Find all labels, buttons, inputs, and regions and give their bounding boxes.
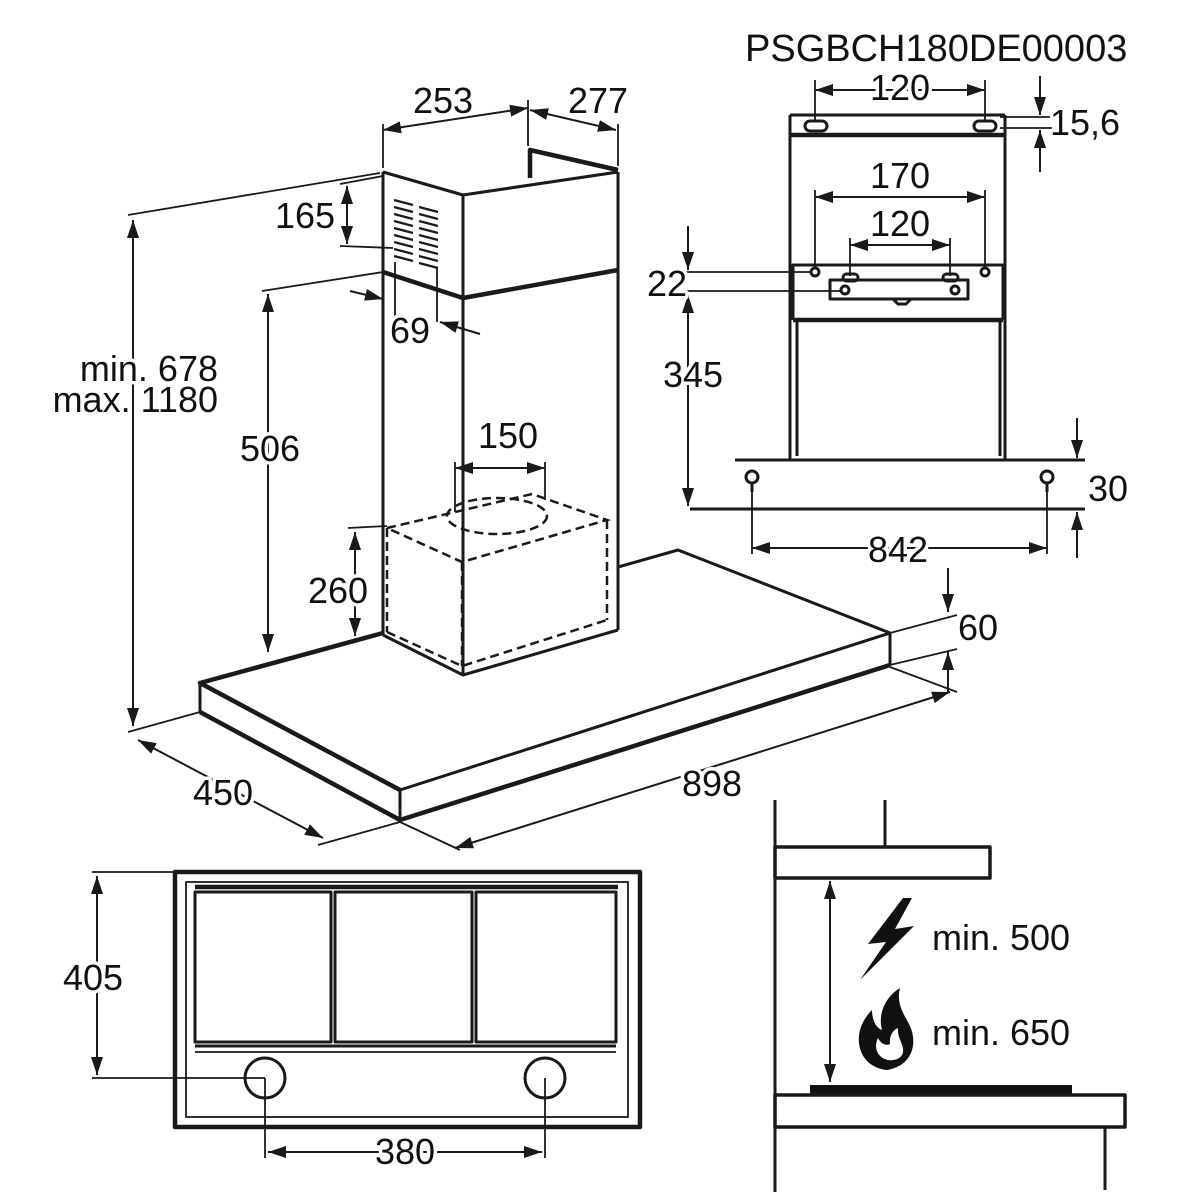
bottom-outer-frame (172, 869, 643, 1130)
extension-lines-69 (394, 262, 438, 330)
dimension-line-277 (529, 108, 617, 132)
label-canopy-offset: 30 (1088, 468, 1128, 509)
extension-lines-165 (339, 175, 394, 249)
hob-surface (810, 1085, 1072, 1094)
label-canopy-width: 898 (682, 763, 742, 804)
chimney-outer-sides (788, 115, 1007, 460)
grease-filter-right (474, 890, 618, 1044)
label-canopy-hole-spacing: 842 (868, 529, 928, 570)
label-top-offset: 15,6 (1050, 102, 1120, 143)
label-bottom-depth: 405 (63, 957, 123, 998)
extension-line-506 (261, 271, 384, 292)
motor-unit-hidden (383, 492, 612, 668)
extension-lines-22 (683, 271, 842, 292)
plate-hole-left (839, 284, 851, 296)
label-chimney-depth: 277 (568, 80, 628, 121)
chimney-back-panel (527, 147, 619, 178)
chimney (381, 147, 620, 677)
canopy-top-back-edge (399, 548, 892, 792)
lightning-icon (860, 898, 914, 980)
label-light-spacing: 380 (375, 1131, 435, 1172)
label-bracket-offset: 22 (647, 263, 687, 304)
worktop (773, 1093, 1127, 1129)
upper-slot-right (972, 119, 998, 133)
clearance-view (773, 800, 1127, 1192)
extension-line-260 (347, 525, 388, 529)
label-bracket-height: 345 (663, 354, 723, 395)
label-canopy-depth: 450 (193, 772, 253, 813)
label-chimney-lower-height: 506 (240, 428, 300, 469)
lower-bracket-frame (791, 263, 1005, 320)
bracket-hole-right (979, 266, 991, 278)
label-vent-height: 165 (275, 195, 335, 236)
label-electric-clearance: min. 500 (932, 917, 1070, 958)
hood-side-profile (773, 845, 992, 880)
plate-notch (891, 297, 913, 306)
extension-lines-380 (264, 1078, 546, 1158)
bottom-view (91, 869, 643, 1158)
main-view-dimensions (127, 100, 958, 851)
bottom-inner-frame (185, 881, 629, 1118)
bracket-view-dimensions (682, 76, 1083, 558)
extension-lines-405 (92, 871, 265, 1079)
canopy-bolt-left (744, 469, 760, 492)
outlet-ring (445, 496, 549, 536)
dimension-line-450 (137, 739, 324, 839)
extension-lines-898 (399, 666, 958, 851)
chimney-top-edge (382, 170, 619, 197)
grease-filter-middle (333, 890, 474, 1044)
label-motor-height: 260 (308, 570, 368, 611)
dimension-line-253 (382, 104, 529, 134)
label-outer-hole-spacing: 170 (870, 155, 930, 196)
extension-lines-170 (814, 190, 986, 268)
grease-filter-left (193, 890, 333, 1044)
extension-lines-450 (317, 821, 401, 846)
chimney-bottom-edge (382, 628, 619, 677)
label-vent-offset: 69 (390, 310, 430, 351)
bracket-hole-left (809, 266, 821, 278)
motor-box-top (383, 492, 612, 564)
main-hood-view (127, 100, 958, 851)
extension-lines-150 (454, 462, 546, 512)
label-height-min: min. 678 (80, 348, 218, 389)
chimney-inner-sides (795, 320, 1002, 456)
mounting-plate (828, 278, 970, 301)
label-gas-clearance: min. 650 (932, 1012, 1070, 1053)
model-code: PSGBCH180DE00003 (745, 28, 1127, 70)
label-top-hole-spacing: 120 (870, 67, 930, 108)
dimension-line-898 (454, 691, 951, 849)
label-height-max: max. 1180 (53, 379, 218, 420)
labels: PSGBCH180DE00003 120 15,6 170 120 22 345… (49, 25, 1131, 1176)
label-outlet-diameter: 150 (478, 415, 538, 456)
extension-lines-15-6 (1000, 116, 1052, 129)
bracket-view (682, 76, 1085, 558)
dimension-arrow-69-left (349, 288, 384, 301)
label-inner-hole-spacing: 120 (870, 203, 930, 244)
extension-lines-60 (889, 614, 958, 666)
flame-icon (858, 988, 914, 1070)
vent-slats (393, 198, 439, 270)
dimension-arrow-69-right (439, 321, 481, 335)
label-chimney-width: 253 (413, 80, 473, 121)
chimney-joint-line (382, 267, 619, 301)
plate-hole-right (949, 284, 961, 296)
canopy-bolt-right (1039, 469, 1055, 492)
upper-slot-left (803, 119, 829, 133)
extension-lines-height (127, 172, 381, 733)
canopy-side-edges (198, 633, 892, 820)
canopy (197, 548, 892, 823)
label-canopy-thickness: 60 (958, 607, 998, 648)
